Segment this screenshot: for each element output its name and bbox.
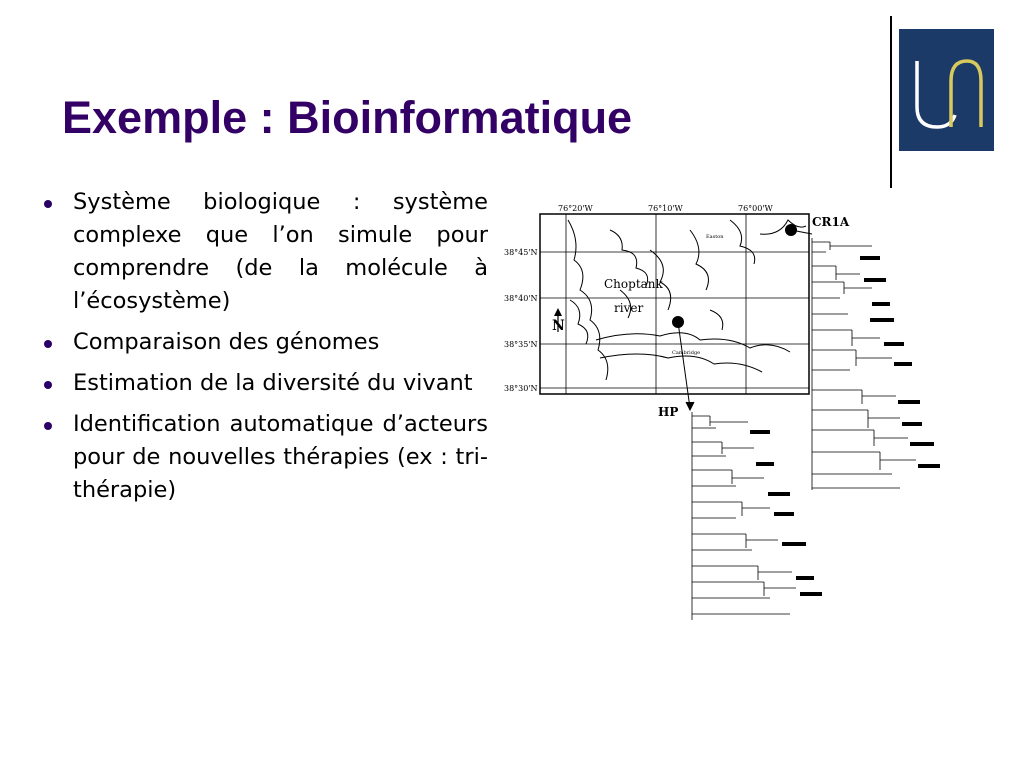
town-label-2: Cambridge	[672, 350, 700, 356]
lon-label: 76°00'W	[738, 204, 774, 213]
phylo-labels-lower	[750, 430, 822, 596]
lon-label: 76°20'W	[558, 204, 594, 213]
logo-letter-n	[949, 59, 983, 127]
phylo-tree-upper	[811, 238, 916, 490]
site-label-bottom: HP	[658, 405, 678, 419]
bullet-item: Identification automatique d’acteurs pou…	[42, 408, 488, 507]
map-and-tree-figure: N Choptank river Easton Cambridge 76°20'…	[504, 204, 940, 620]
north-label: N	[552, 318, 565, 334]
river-label-2: river	[614, 301, 643, 315]
header-divider	[890, 16, 892, 188]
bullet-item: Comparaison des génomes	[42, 326, 488, 359]
town-label: Easton	[706, 234, 724, 240]
lat-label: 38°30'N	[504, 384, 538, 393]
choptank-map: N Choptank river Easton Cambridge 76°20'…	[504, 204, 810, 395]
slide-title: Exemple : Bioinformatique	[62, 92, 633, 143]
bullet-item: Estimation de la diversité du vivant	[42, 367, 488, 400]
site-connectors	[677, 229, 813, 412]
phylo-tree-lower	[691, 412, 796, 620]
bullet-list: Système biologique : système complexe qu…	[42, 186, 488, 515]
north-arrow-icon: N	[552, 308, 565, 334]
river-label: Choptank	[604, 277, 664, 291]
lat-label: 38°45'N	[504, 248, 538, 257]
lat-label: 38°40'N	[504, 294, 538, 303]
lat-label: 38°35'N	[504, 340, 538, 349]
university-logo	[899, 29, 994, 151]
phylo-labels-upper	[860, 256, 940, 468]
bullet-item: Système biologique : système complexe qu…	[42, 186, 488, 318]
site-label-top: CR1A	[812, 215, 850, 229]
lon-label: 76°10'W	[648, 204, 684, 213]
logo-background	[899, 29, 994, 151]
